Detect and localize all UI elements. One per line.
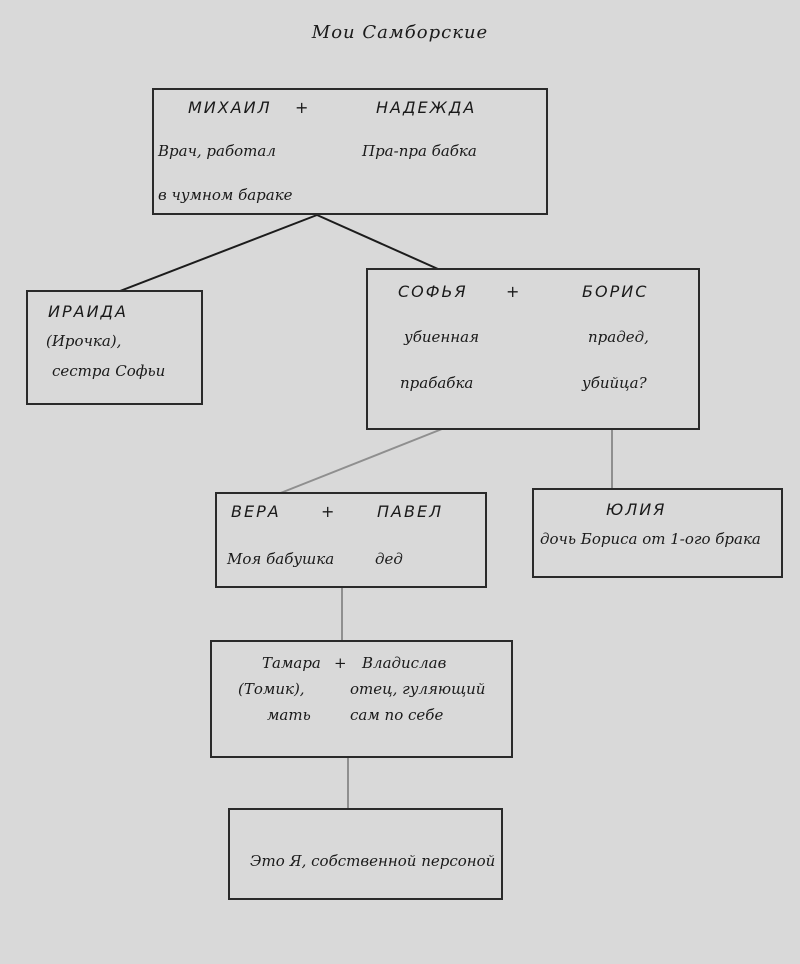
plus-sign: +: [321, 502, 337, 521]
note-vladislav-2: сам по себе: [350, 706, 444, 724]
note-vera: Моя бабушка: [227, 550, 335, 568]
note-boris-1: прадед,: [588, 328, 649, 346]
connector-root-iraida: [119, 214, 318, 292]
connector-sofya-vera: [277, 428, 443, 495]
note-pavel: дед: [375, 550, 403, 568]
note-mikhail-2: в чумном бараке: [158, 186, 293, 204]
box-me: Это Я, собственной персоной: [228, 808, 503, 900]
box-yulia: ЮЛИЯ дочь Бориса от 1-ого брака: [532, 488, 783, 578]
box-tamara-vladislav: Тамара + Владислав (Томик), отец, гуляющ…: [210, 640, 513, 758]
connector-root-sofya: [316, 214, 439, 270]
box-mikhail-nadezhda: МИХАИЛ + НАДЕЖДА Врач, работал Пра-пра б…: [152, 88, 548, 215]
person-name-mikhail: МИХАИЛ: [188, 98, 272, 117]
note-sofya-2: прабабка: [400, 374, 474, 392]
note-me: Это Я, собственной персоной: [250, 852, 496, 870]
person-name-sofya: СОФЬЯ: [398, 282, 468, 301]
person-name-iraida: ИРАИДА: [48, 302, 128, 321]
box-vera-pavel: ВЕРА + ПАВЕЛ Моя бабушка дед: [215, 492, 487, 588]
note-yulia: дочь Бориса от 1-ого брака: [540, 530, 761, 548]
person-name-pavel: ПАВЕЛ: [377, 502, 444, 521]
person-name-boris: БОРИС: [582, 282, 649, 301]
note-nadezhda: Пра-пра бабка: [362, 142, 477, 160]
note-mikhail-1: Врач, работал: [158, 142, 276, 160]
plus-sign: +: [334, 654, 347, 672]
note-sofya-1: убиенная: [404, 328, 480, 346]
person-name-vladislav: Владислав: [362, 654, 447, 672]
person-name-nadezhda: НАДЕЖДА: [376, 98, 477, 117]
note-iraida-1: (Ирочка),: [46, 332, 122, 350]
diagram-title: Мои Самборские: [311, 22, 489, 43]
box-sofya-boris: СОФЬЯ + БОРИС убиенная прадед, прабабка …: [366, 268, 700, 430]
person-name-vera: ВЕРА: [231, 502, 281, 521]
note-iraida-2: сестра Софьи: [52, 362, 166, 380]
note-tamara-2: мать: [267, 706, 311, 724]
note-vladislav-1: отец, гуляющий: [350, 680, 486, 698]
plus-sign: +: [506, 282, 522, 301]
person-name-yulia: ЮЛИЯ: [606, 500, 667, 519]
note-tamara-1: (Томик),: [238, 680, 305, 698]
plus-sign: +: [295, 98, 311, 117]
box-iraida: ИРАИДА (Ирочка), сестра Софьи: [26, 290, 203, 405]
person-name-tamara: Тамара: [262, 654, 321, 672]
note-boris-2: убийца?: [582, 374, 647, 392]
